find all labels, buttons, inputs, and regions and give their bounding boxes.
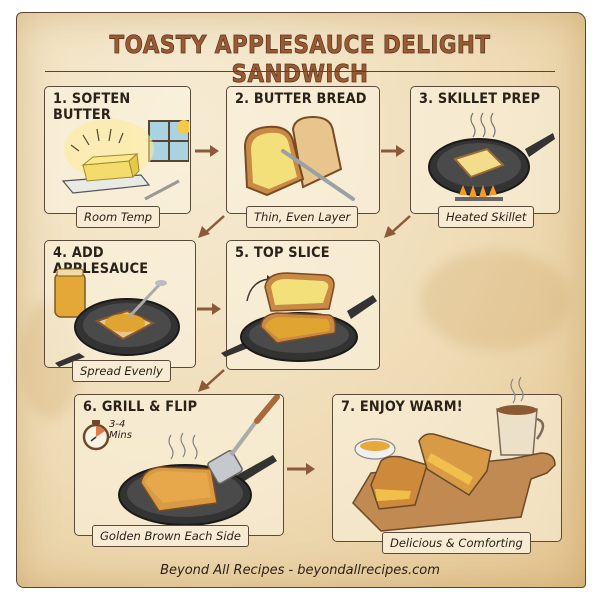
- butter-on-dish-icon: [61, 119, 189, 201]
- step-3-caption: Heated Skillet: [438, 206, 535, 228]
- step-2-panel: 2. BUTTER BREAD: [226, 86, 380, 214]
- step-1-title: 1. SOFTEN BUTTER: [53, 91, 131, 123]
- step-4-panel: 4. ADD APPLESAUCE: [44, 240, 196, 368]
- applesauce-jar-and-skillet-icon: [54, 268, 180, 367]
- paper-stain: [420, 250, 570, 350]
- step-6-panel: 6. GRILL & FLIP 3-4 Mins: [74, 394, 284, 536]
- footer-credit: Beyond All Recipes - beyondallrecipes.co…: [160, 563, 440, 578]
- timer-duration: 3-4: [109, 419, 126, 430]
- arrow-right-icon: [381, 145, 405, 157]
- skillet-with-bread-on-flame-icon: [428, 112, 555, 201]
- arrow-down-left-icon: [384, 215, 411, 238]
- step-6-title: 6. GRILL & FLIP: [83, 399, 198, 415]
- step-2-title: 2. BUTTER BREAD: [235, 91, 367, 107]
- step-7-title: 7. ENJOY WARM!: [341, 399, 463, 415]
- stopwatch-icon: [82, 420, 110, 451]
- arrow-down-left-icon: [198, 215, 225, 238]
- timer-label: 3-4 Mins: [109, 419, 132, 441]
- step-1-caption: Room Temp: [76, 206, 161, 228]
- timer-unit: Mins: [109, 430, 132, 441]
- step-5-panel: 5. TOP SLICE: [221, 240, 380, 370]
- step-7-panel: 7. ENJOY WARM!: [332, 376, 562, 542]
- step-7-caption: Delicious & Comforting: [382, 532, 531, 554]
- arrow-right-icon: [197, 303, 221, 315]
- arrow-down-left-icon: [198, 369, 225, 392]
- step-2-caption: Thin, Even Layer: [246, 206, 359, 228]
- step-6-caption: Golden Brown Each Side: [92, 525, 249, 547]
- step-5-title: 5. TOP SLICE: [235, 245, 330, 261]
- sandwich-on-board-with-coffee-icon: [352, 376, 556, 532]
- arrow-right-icon: [195, 145, 219, 157]
- buttered-bread-icon: [243, 115, 355, 201]
- step-4-caption: Spread Evenly: [72, 360, 171, 382]
- step-3-title: 3. SKILLET PREP: [419, 91, 541, 107]
- sandwich-with-spatula-skillet-icon: [118, 395, 280, 526]
- arrow-right-icon: [287, 463, 315, 475]
- title-underline: [45, 71, 555, 72]
- top-slice-skillet-icon: [221, 272, 377, 362]
- step-3-panel: 3. SKILLET PREP: [410, 86, 560, 214]
- step-1-panel: 1. SOFTEN BUTTER: [44, 86, 191, 214]
- page-title: TOASTY APPLESAUCE DELIGHT SANDWICH: [109, 30, 491, 89]
